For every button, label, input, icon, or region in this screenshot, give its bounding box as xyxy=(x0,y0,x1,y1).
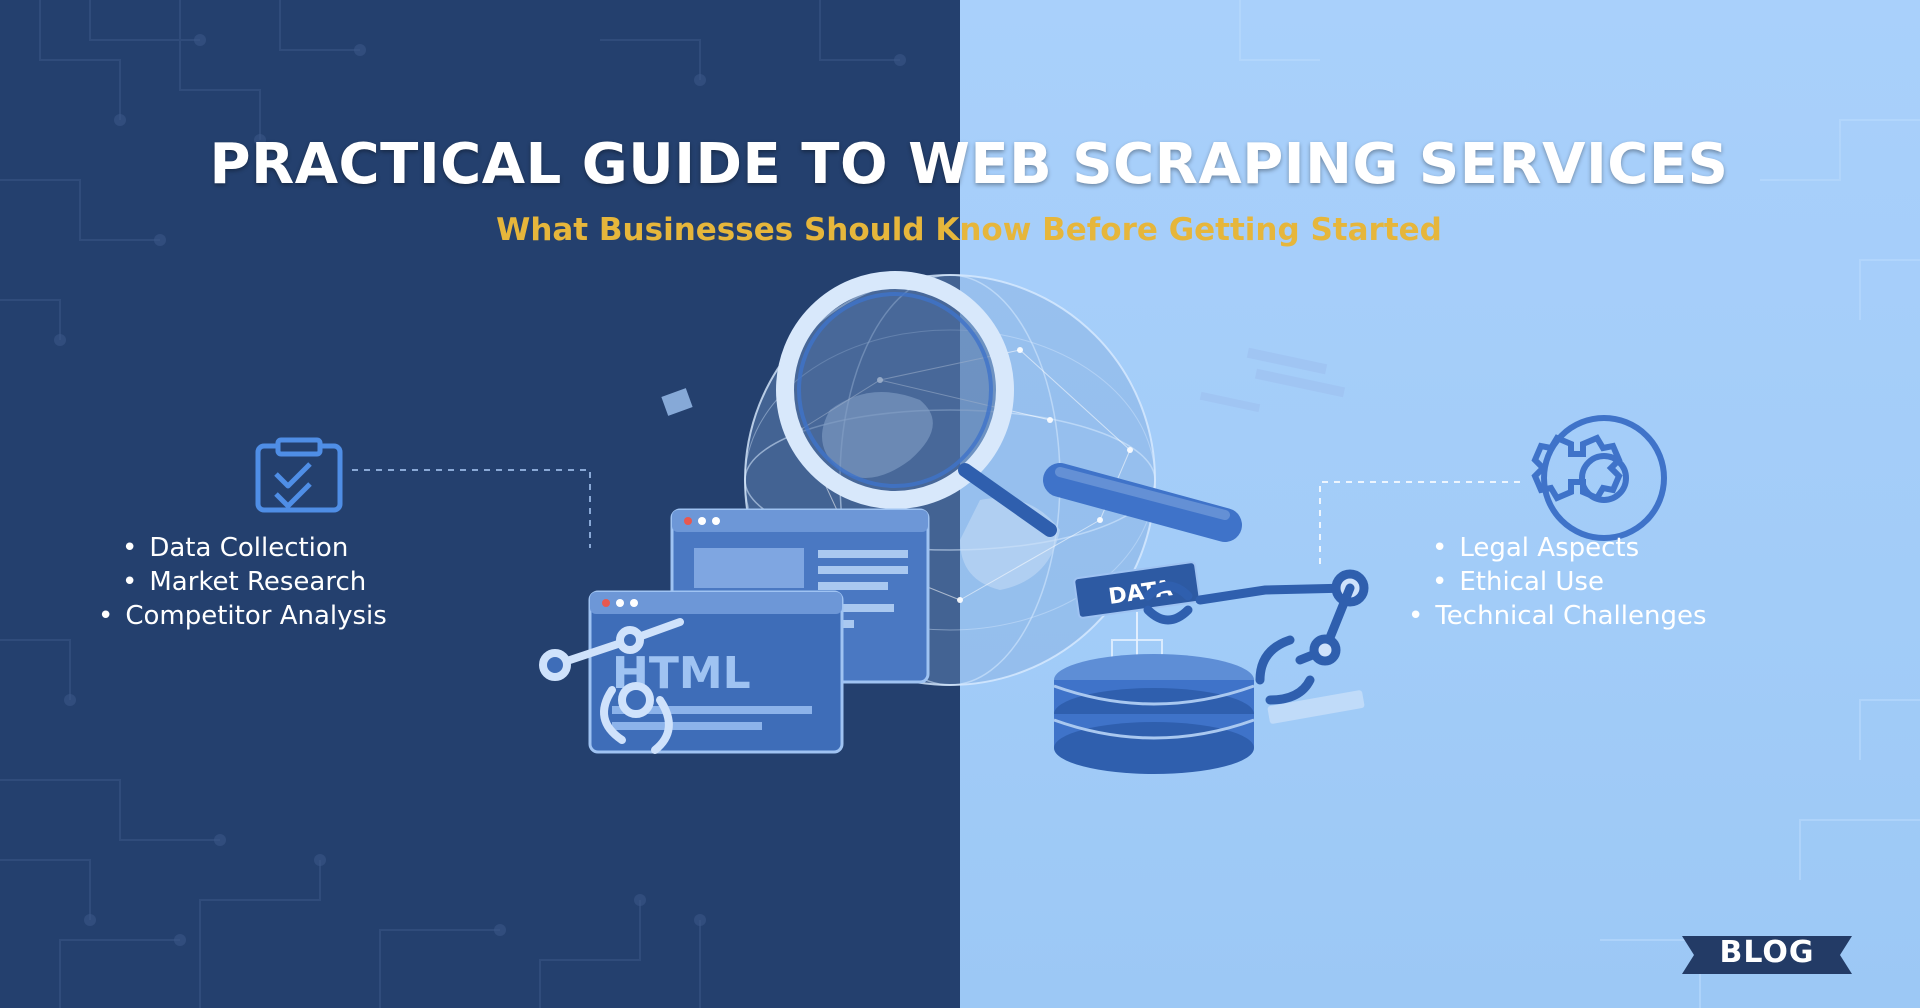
page-subtitle: What Businesses Should Know Before Getti… xyxy=(496,212,1442,248)
page-title: PRACTICAL GUIDE TO WEB SCRAPING SERVICES xyxy=(209,132,1729,197)
magnifier-icon xyxy=(776,271,1242,542)
blog-badge-ribbon xyxy=(1682,936,1852,974)
list-item: Data Collection xyxy=(98,531,387,565)
robotic-arm-icon xyxy=(539,618,684,754)
robotic-arm-icon xyxy=(1143,569,1369,705)
list-item: Technical Challenges xyxy=(1408,599,1706,633)
list-item: Ethical Use xyxy=(1408,565,1707,599)
database-icon: DATA xyxy=(1053,561,1255,774)
gear-icon xyxy=(1531,415,1667,541)
clipboard-check-icon xyxy=(255,437,343,513)
list-item: Market Research xyxy=(98,565,387,599)
right-bullet-list: Legal Aspects Ethical Use Technical Chal… xyxy=(1408,531,1707,633)
list-item: Legal Aspects xyxy=(1408,531,1707,565)
left-bullet-list: Data Collection Market Research Competit… xyxy=(98,531,387,633)
list-item: Competitor Analysis xyxy=(98,599,387,633)
blog-badge: BLOG xyxy=(1719,935,1815,970)
